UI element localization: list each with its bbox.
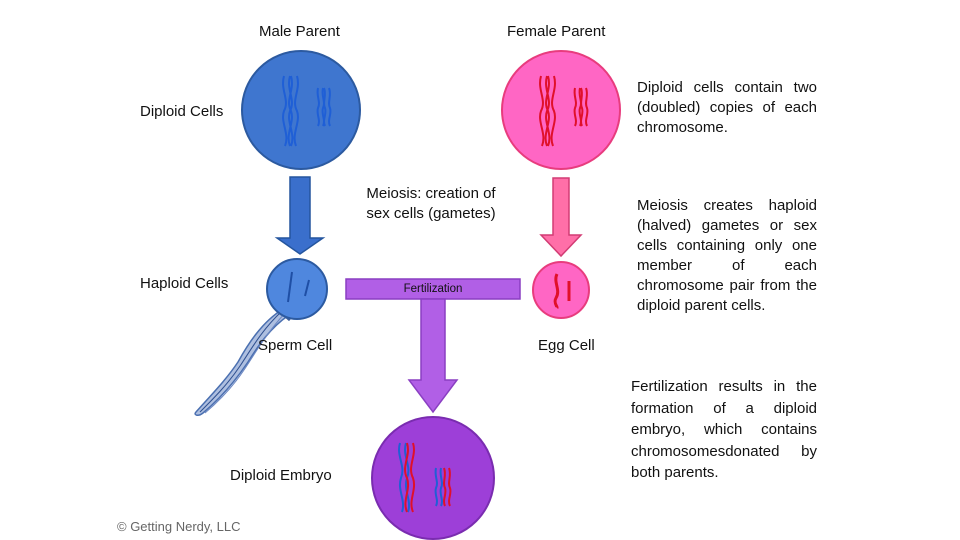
copyright-footer: © Getting Nerdy, LLC [117, 519, 241, 534]
female-chromosome-pair-small [573, 87, 589, 127]
female-parent-cell [501, 50, 621, 170]
male-parent-label: Male Parent [259, 23, 340, 40]
female-meiosis-arrow [539, 177, 583, 258]
meiosis-note: Meiosis creates haploid (halved) gametes… [637, 197, 817, 314]
egg-cell-label: Egg Cell [538, 337, 595, 354]
fertilization-note: Fertilization results in the formation o… [631, 378, 817, 481]
fertilization-arrow [407, 298, 459, 414]
fertilization-label: Fertilization [403, 283, 463, 295]
male-chromosome-pair-small [316, 87, 332, 127]
diploid-embryo-label: Diploid Embryo [230, 467, 332, 484]
female-parent-label: Female Parent [507, 23, 606, 40]
egg-cell [532, 261, 590, 319]
diploid-embryo-cell [371, 416, 495, 540]
male-meiosis-arrow [274, 176, 326, 255]
haploid-cells-label: Haploid Cells [140, 275, 229, 292]
sperm-cell [194, 258, 328, 416]
male-parent-cell [241, 50, 361, 170]
female-chromosome-pair-large [539, 75, 556, 147]
diploid-note: Diploid cells contain two (doubled) copi… [637, 79, 817, 136]
diploid-cells-label: Diploid Cells [140, 103, 224, 120]
male-chromosome-pair-large [282, 75, 299, 147]
meiosis-caption: Meiosis: creation of sex cells (gametes) [366, 185, 496, 222]
sperm-cell-label: Sperm Cell [258, 337, 333, 354]
